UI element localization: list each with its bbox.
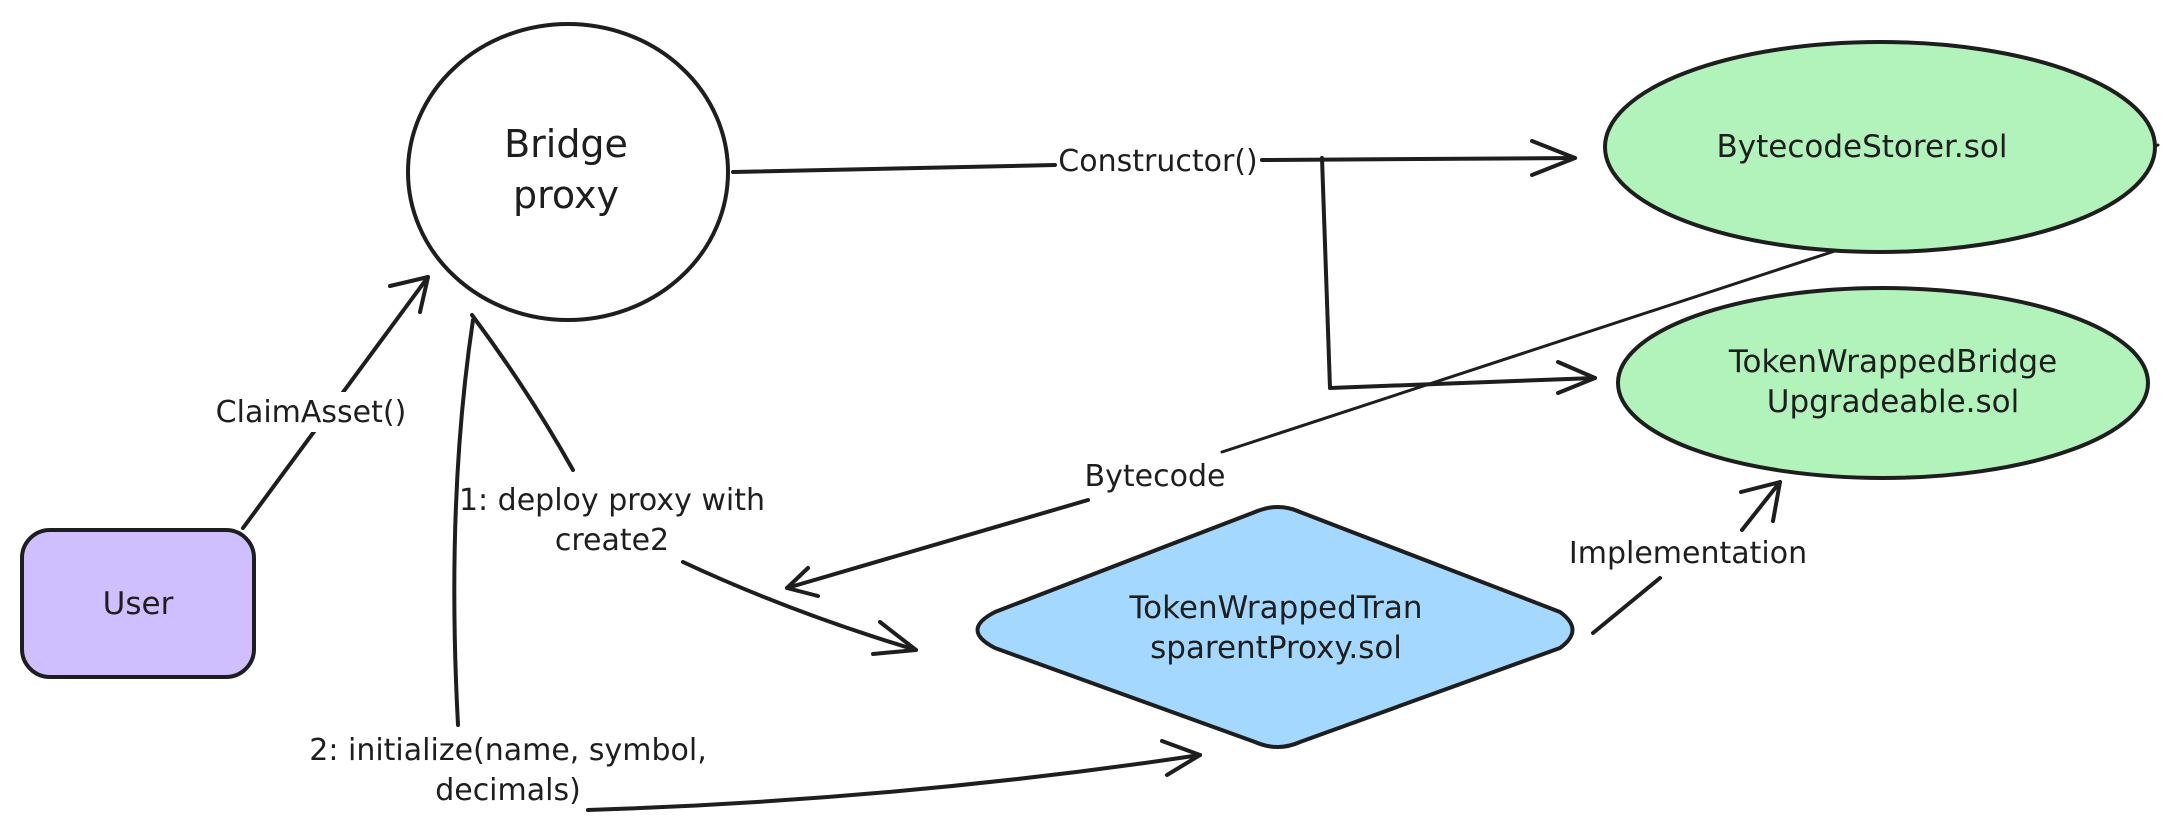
initialize-label-line-1: 2: initialize(name, symbol, bbox=[309, 733, 707, 768]
user-label: User bbox=[103, 586, 174, 622]
implementation-arrow-upper[interactable] bbox=[1740, 480, 1782, 532]
initialize-arrowhead bbox=[1160, 739, 1202, 777]
deploy-proxy-arrowhead bbox=[871, 620, 918, 656]
bytecode-storer-label: BytecodeStorer.sol bbox=[1716, 129, 2007, 165]
constructor-arrowhead bbox=[1530, 139, 1577, 177]
constructor-branch-arrowhead bbox=[1556, 360, 1597, 395]
bytecode-arrowhead bbox=[785, 566, 820, 598]
bytecode-label: Bytecode bbox=[1085, 459, 1226, 494]
token-wrapped-proxy-label-line-1: TokenWrappedTran bbox=[1128, 590, 1422, 626]
token-wrapped-bridge-label-line-2: Upgradeable.sol bbox=[1767, 384, 2019, 420]
claim-asset-arrowhead bbox=[388, 275, 430, 314]
implementation-arrow-lower[interactable] bbox=[1591, 576, 1662, 635]
initialize-arrow-lower[interactable] bbox=[586, 753, 1202, 812]
bridge-proxy-label-line-2: proxy bbox=[513, 173, 619, 217]
deploy-proxy-label-line-1: 1: deploy proxy with bbox=[459, 483, 765, 518]
bytecode-storer-shape bbox=[1603, 40, 2157, 254]
constructor-branch-arrow[interactable] bbox=[1320, 156, 1597, 390]
token-wrapped-proxy-shape bbox=[975, 505, 1575, 749]
claim-asset-label: ClaimAsset() bbox=[216, 395, 407, 430]
token-wrapped-bridge-label-line-1: TokenWrappedBridge bbox=[1728, 344, 2057, 380]
token-wrapped-bridge-node[interactable]: TokenWrappedBridge Upgradeable.sol bbox=[1616, 286, 2150, 480]
implementation-label: Implementation bbox=[1569, 536, 1807, 571]
constructor-label: Constructor() bbox=[1058, 144, 1257, 179]
bridge-proxy-node[interactable]: Bridge proxy bbox=[406, 22, 730, 322]
constructor-arrow[interactable] bbox=[731, 156, 1577, 174]
user-node-shape bbox=[20, 528, 256, 679]
connectors bbox=[241, 139, 2160, 812]
user-node[interactable]: User bbox=[20, 528, 256, 679]
token-wrapped-proxy-node[interactable]: TokenWrappedTran sparentProxy.sol bbox=[975, 505, 1575, 749]
token-wrapped-proxy-label-line-2: sparentProxy.sol bbox=[1150, 630, 1402, 666]
initialize-label-line-2: decimals) bbox=[435, 773, 581, 808]
initialize-arrow-upper[interactable] bbox=[452, 318, 475, 727]
deploy-proxy-label-line-2: create2 bbox=[555, 523, 669, 558]
bytecode-line-lower[interactable] bbox=[785, 498, 1090, 590]
bridge-proxy-label-line-1: Bridge bbox=[504, 122, 628, 166]
edge-labels: ClaimAsset() Constructor() Bytecode 1: d… bbox=[210, 144, 1807, 808]
bytecode-storer-node[interactable]: BytecodeStorer.sol bbox=[1603, 40, 2157, 254]
deploy-proxy-arrow-upper[interactable] bbox=[470, 313, 575, 472]
token-wrapped-bridge-shape bbox=[1616, 286, 2150, 480]
implementation-arrowhead bbox=[1739, 480, 1782, 523]
deploy-proxy-arrow-lower[interactable] bbox=[681, 560, 918, 652]
